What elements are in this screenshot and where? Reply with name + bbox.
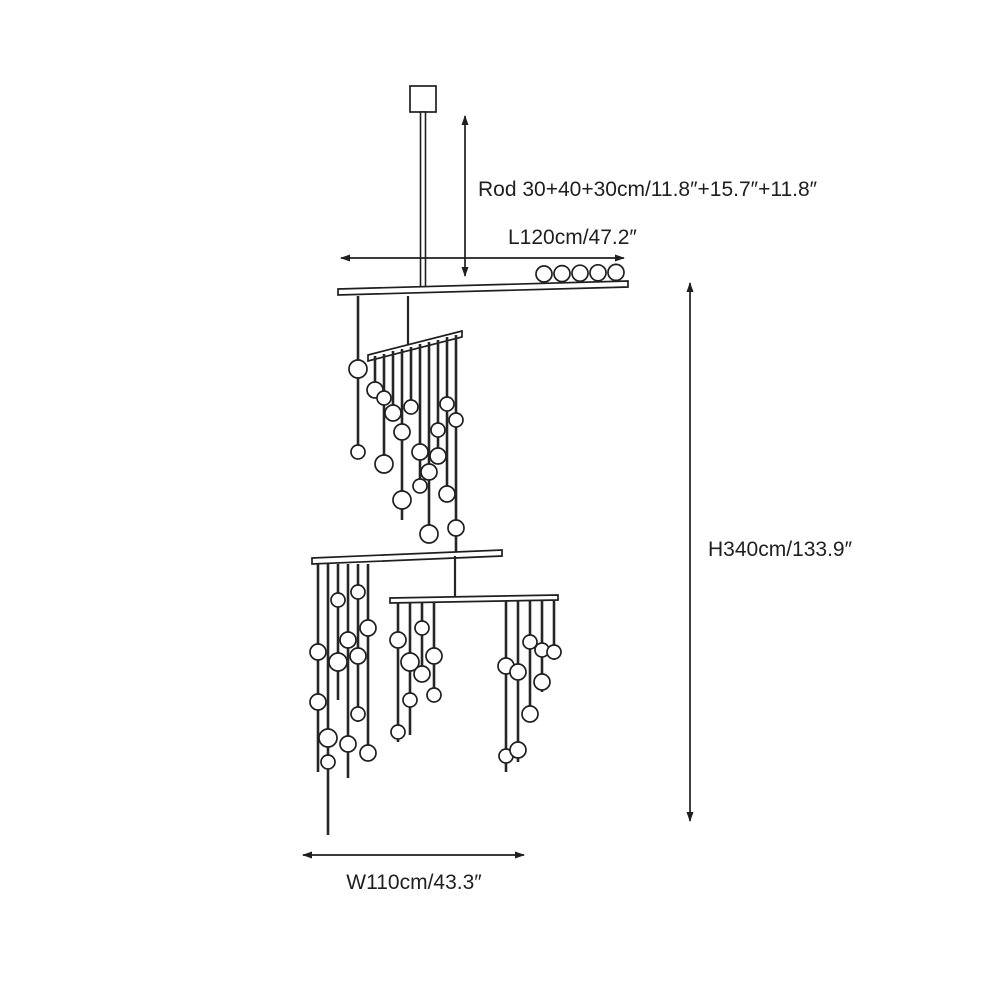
bead — [374, 454, 394, 474]
bead — [400, 652, 420, 672]
bead — [384, 404, 402, 422]
overall-height-label: H340cm/133.9″ — [708, 538, 853, 561]
bead — [389, 631, 407, 649]
bead — [309, 693, 327, 711]
bead — [349, 647, 367, 665]
dimension-fixture-width: W110cm/43.3″ — [302, 851, 525, 894]
tier-1-bar-group — [337, 263, 629, 296]
bead — [330, 592, 346, 608]
bead — [419, 524, 439, 544]
tier-1-bar — [337, 280, 629, 296]
bead — [309, 643, 327, 661]
tier-2-bars — [311, 549, 559, 604]
bead — [359, 744, 377, 762]
bead — [402, 692, 418, 708]
suspension-stem — [419, 111, 427, 291]
bead — [390, 724, 406, 740]
bead — [376, 390, 392, 406]
bead — [328, 652, 348, 672]
bead — [339, 735, 357, 753]
bead — [521, 705, 539, 723]
lower-right-cascade — [389, 601, 562, 772]
bead — [589, 263, 607, 282]
bead — [607, 263, 625, 282]
bead — [553, 264, 571, 283]
bead — [439, 396, 455, 412]
rod-length-label: Rod 30+40+30cm/11.8″+15.7″+11.8″ — [478, 178, 818, 201]
bead — [438, 485, 456, 503]
fixture-length-label: L120cm/47.2″ — [508, 226, 637, 249]
dimension-fixture-length: L120cm/47.2″ — [340, 226, 637, 262]
bead — [447, 519, 465, 537]
bead — [392, 490, 412, 510]
bead — [448, 412, 464, 428]
dimension-rod-length: Rod 30+40+30cm/11.8″+15.7″+11.8″ — [461, 115, 818, 277]
dimension-overall-height: H340cm/133.9″ — [686, 282, 853, 822]
ceiling-canopy — [409, 85, 437, 113]
bead — [320, 754, 336, 770]
bead — [509, 741, 527, 759]
bead — [393, 423, 411, 441]
lower-left-cascade — [309, 564, 377, 835]
upper-cascade — [348, 296, 465, 553]
bead — [359, 619, 377, 637]
ceiling-mount — [409, 85, 437, 291]
bead — [425, 647, 443, 665]
tier-2-bar-right — [389, 594, 559, 604]
bead — [535, 265, 553, 283]
bead — [430, 422, 446, 438]
bead — [414, 620, 430, 636]
bead — [429, 447, 447, 465]
bead — [350, 444, 366, 460]
bead — [546, 644, 562, 660]
fixture-width-label: W110cm/43.3″ — [346, 871, 482, 894]
bead — [522, 634, 538, 650]
bead — [533, 673, 551, 691]
tier-2-bar-left — [311, 549, 503, 565]
bead — [318, 728, 338, 748]
tier-1-slanted-bar — [367, 329, 463, 363]
bead — [403, 399, 419, 415]
bead — [426, 687, 442, 703]
bead — [509, 663, 527, 681]
bead — [420, 463, 438, 481]
bead — [350, 584, 366, 600]
bead — [413, 665, 431, 683]
bead — [411, 443, 429, 461]
bead — [571, 264, 589, 283]
bead — [350, 706, 366, 722]
bead — [412, 478, 428, 494]
bead — [348, 359, 368, 379]
bead — [339, 631, 357, 649]
